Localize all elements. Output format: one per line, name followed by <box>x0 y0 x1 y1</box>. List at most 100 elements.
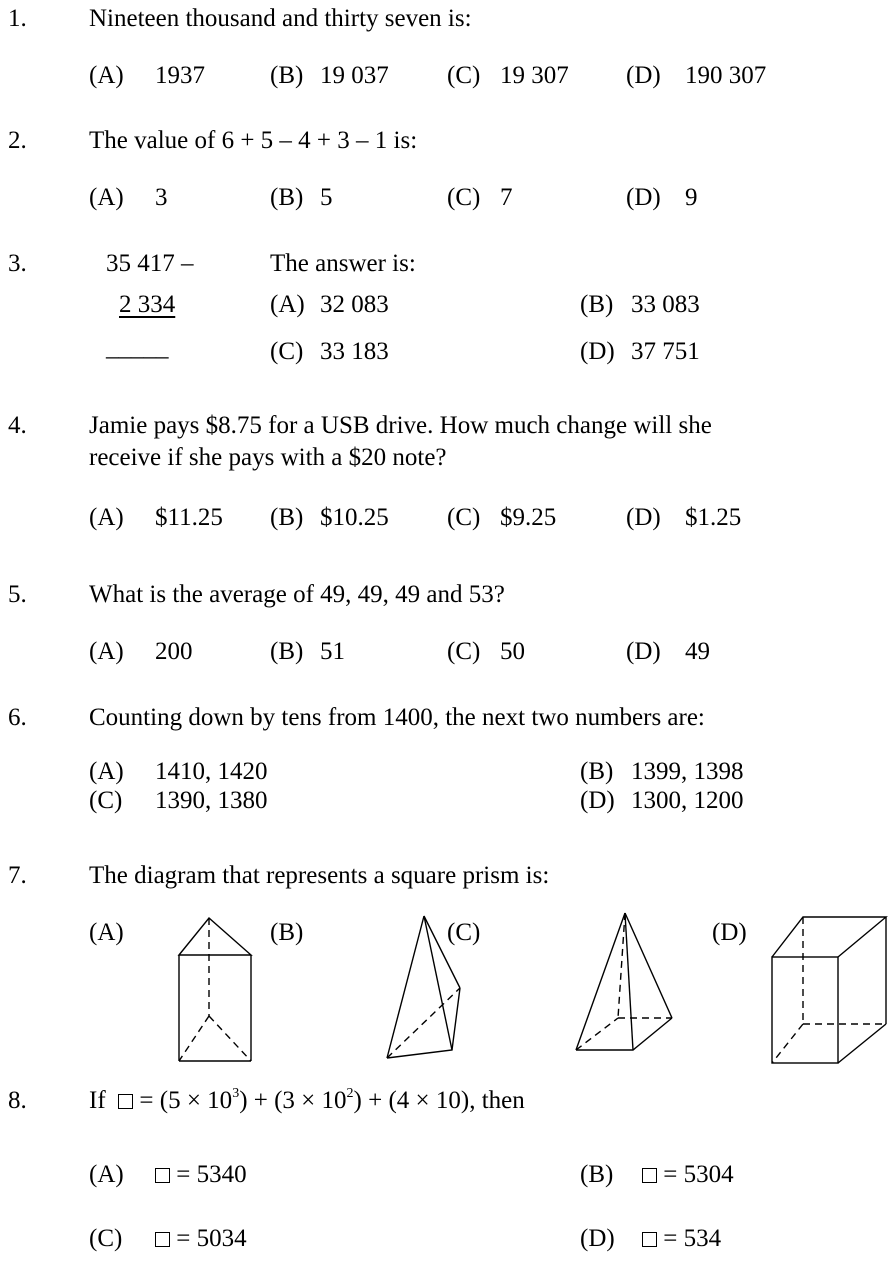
subtraction-answer-line: _____ <box>106 334 169 361</box>
square-pyramid-hidden-edge-back <box>617 912 626 1019</box>
unknown-box-icon <box>642 1232 657 1247</box>
square-prism-front-face <box>771 956 839 1064</box>
option-value-d: $1.25 <box>685 504 742 531</box>
option-value-c: = 5034 <box>155 1224 247 1254</box>
subtraction-bottom-operand: 2 334 <box>119 291 176 318</box>
option-value-d: = 534 <box>642 1224 721 1254</box>
unknown-box-icon <box>118 1094 134 1109</box>
question-text: Counting down by tens from 1400, the nex… <box>89 704 705 731</box>
option-letter-d: (D) <box>580 338 615 365</box>
option-letter-a: (A) <box>89 62 124 89</box>
option-letter-b: (B) <box>580 291 614 318</box>
triangular-pyramid-diagram <box>386 915 461 1059</box>
option-value-c: 19 307 <box>500 62 569 89</box>
option-value-b: 51 <box>320 638 345 665</box>
prism-hidden-edge-left <box>178 1015 210 1062</box>
expression-part-3: ) + (4 × 10), then <box>353 1087 525 1114</box>
option-value-c: 50 <box>500 638 525 665</box>
option-value-a: 1937 <box>155 62 205 89</box>
option-letter-c: (C) <box>447 504 481 531</box>
option-value-c: 1390, 1380 <box>155 787 268 814</box>
prism-top-face <box>177 916 253 956</box>
expression-part-1: = (5 × 10 <box>139 1087 233 1114</box>
option-value-b: = 5304 <box>642 1160 734 1190</box>
option-letter-b: (B) <box>270 919 304 946</box>
option-value-d: 1300, 1200 <box>631 787 744 814</box>
square-prism-hidden-edge-left <box>771 1023 804 1064</box>
option-value-b: 33 083 <box>631 291 700 318</box>
prism-hidden-edge-right <box>208 1015 252 1062</box>
question-number: 6. <box>8 704 27 731</box>
option-value-a: 200 <box>155 638 193 665</box>
option-value-d: 190 307 <box>685 62 767 89</box>
expression-part-2: ) + (3 × 10 <box>239 1087 347 1114</box>
square-pyramid-edge-front <box>624 912 634 1051</box>
subtraction-top-operand: 35 417 – <box>106 250 194 277</box>
question-number: 4. <box>8 412 27 439</box>
question-number: 7. <box>8 862 27 889</box>
option-letter-a: (A) <box>89 504 124 531</box>
question-number: 3. <box>8 250 27 277</box>
option-value-d: 37 751 <box>631 338 700 365</box>
option-value-c: $9.25 <box>500 504 557 531</box>
square-pyramid-base-visible <box>576 1017 673 1051</box>
option-value-d: 49 <box>685 638 710 665</box>
option-letter-c: (C) <box>447 62 481 89</box>
triangular-prism-diagram <box>177 916 253 1062</box>
option-value-b: $10.25 <box>320 504 389 531</box>
option-letter-d: (D) <box>626 638 661 665</box>
exponent-1: 3 <box>232 1085 240 1101</box>
question-text: If = (5 × 103) + (3 × 102) + (4 × 10), t… <box>89 1086 525 1116</box>
option-letter-d: (D) <box>626 184 661 211</box>
option-value-a: = 5340 <box>155 1160 247 1190</box>
question-text-line-2: receive if she pays with a $20 note? <box>89 444 447 471</box>
question-text: What is the average of 49, 49, 49 and 53… <box>89 581 505 608</box>
pyramid-edge-front <box>423 915 453 1051</box>
option-letter-b: (B) <box>580 1161 614 1188</box>
square-pyramid-hidden-base-left <box>575 1017 619 1051</box>
question-text: The diagram that represents a square pri… <box>89 862 550 889</box>
option-value-a: 1410, 1420 <box>155 758 268 785</box>
pyramid-base-visible <box>386 987 461 1059</box>
option-value-c: 33 183 <box>320 338 389 365</box>
question-text: The answer is: <box>270 250 416 277</box>
option-letter-a: (A) <box>270 291 305 318</box>
option-letter-d: (D) <box>580 787 615 814</box>
unknown-box-icon <box>155 1232 170 1247</box>
question-number: 8. <box>8 1087 27 1114</box>
option-letter-c: (C) <box>447 638 481 665</box>
option-letter-c: (C) <box>447 184 481 211</box>
option-letter-a: (A) <box>89 1161 124 1188</box>
square-prism-top-face <box>771 916 888 958</box>
question-number: 1. <box>8 5 27 32</box>
option-letter-b: (B) <box>270 184 304 211</box>
option-value-b: 5 <box>320 184 333 211</box>
question-text: The value of 6 + 5 – 4 + 3 – 1 is: <box>89 127 418 154</box>
square-prism-diagram <box>771 916 888 1064</box>
option-letter-c: (C) <box>270 338 304 365</box>
option-value-a: 3 <box>155 184 168 211</box>
pyramid-edge-right <box>423 915 461 989</box>
option-letter-d: (D) <box>580 1225 615 1252</box>
question-text-line-1: Jamie pays $8.75 for a USB drive. How mu… <box>89 412 712 439</box>
option-letter-c: (C) <box>89 1225 123 1252</box>
option-letter-c: (C) <box>89 787 123 814</box>
option-letter-b: (B) <box>270 504 304 531</box>
square-prism-edge-bottom-right <box>837 1023 887 1064</box>
exponent-2: 2 <box>346 1085 354 1101</box>
option-letter-b: (B) <box>270 638 304 665</box>
pyramid-hidden-edge <box>386 987 461 1059</box>
option-value-b: 1399, 1398 <box>631 758 744 785</box>
square-pyramid-diagram <box>575 912 673 1051</box>
option-value-a: 32 083 <box>320 291 389 318</box>
pyramid-edge-left <box>386 915 425 1059</box>
option-letter-d: (D) <box>626 62 661 89</box>
question-text: Nineteen thousand and thirty seven is: <box>89 5 472 32</box>
option-letter-d: (D) <box>626 504 661 531</box>
option-letter-a: (A) <box>89 638 124 665</box>
option-letter-d: (D) <box>712 919 747 946</box>
option-value-d: 9 <box>685 184 698 211</box>
square-pyramid-edge-right <box>624 912 673 1019</box>
option-letter-c: (C) <box>447 919 481 946</box>
unknown-box-icon <box>642 1168 657 1183</box>
